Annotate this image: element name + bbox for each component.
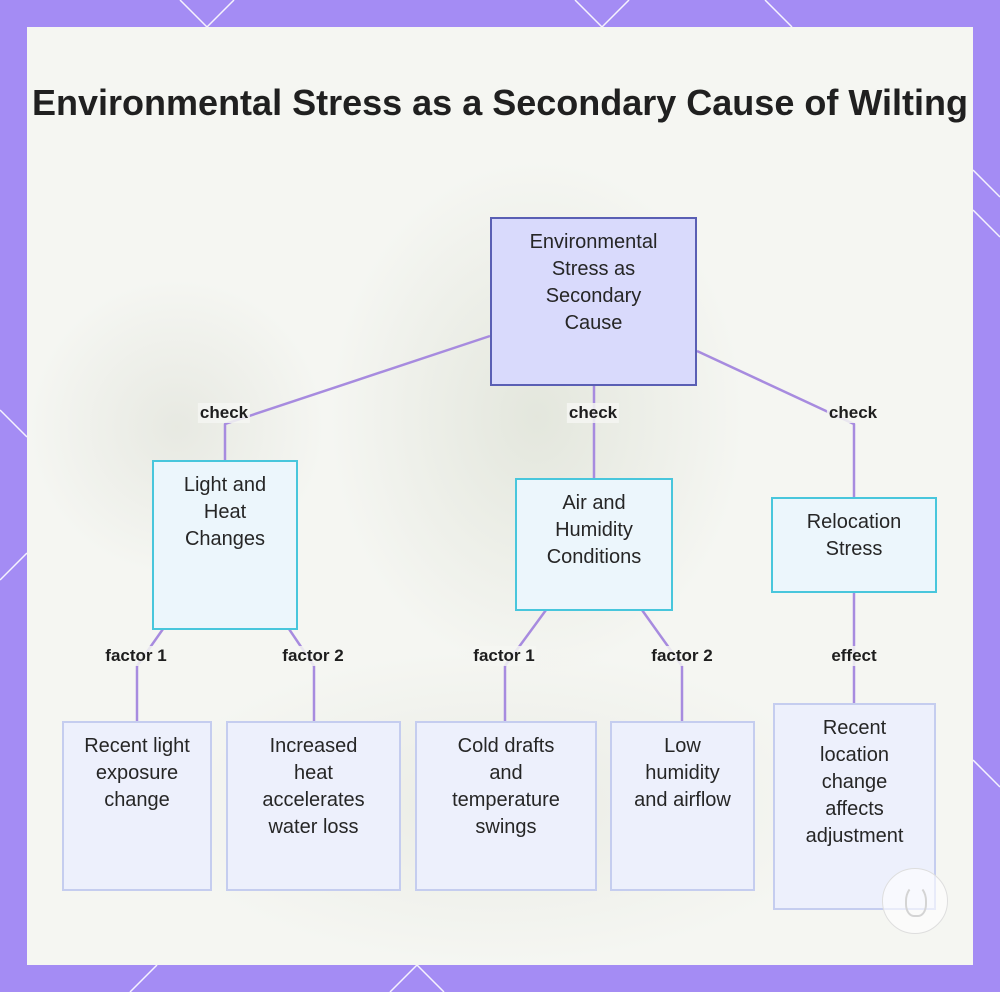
diagram-title: Environmental Stress as a Secondary Caus… bbox=[32, 82, 968, 123]
node-recent-light-exposure: Recent light exposure change bbox=[62, 721, 212, 891]
edge-label-factor1-light: factor 1 bbox=[103, 646, 169, 666]
edge-root-to-relocation bbox=[696, 349, 856, 498]
edge-label-check-air: check bbox=[566, 403, 620, 423]
node-label: Relocation Stress bbox=[806, 511, 902, 560]
node-light-heat-changes: Light and Heat Changes bbox=[152, 460, 298, 630]
node-label: Recent location change affects adjustmen… bbox=[805, 717, 904, 847]
node-increased-heat: Increased heat accelerates water loss bbox=[226, 721, 401, 891]
edge-light-heat-to-increased-heat bbox=[287, 628, 316, 721]
node-label: Low humidity and airflow bbox=[634, 735, 731, 811]
edge-label-check-relocation: check bbox=[826, 403, 880, 423]
edge-air-humidity-to-low-humidity bbox=[640, 609, 684, 721]
watermark-logo-icon bbox=[882, 868, 948, 934]
edge-air-humidity-to-cold-drafts bbox=[503, 609, 548, 721]
node-air-humidity-conditions: Air and Humidity Conditions bbox=[515, 478, 673, 611]
node-label: Recent light exposure change bbox=[84, 735, 190, 811]
node-label: Environmental Stress as Secondary Cause bbox=[529, 231, 658, 334]
node-relocation-stress: Relocation Stress bbox=[771, 497, 937, 593]
node-low-humidity: Low humidity and airflow bbox=[610, 721, 755, 891]
edge-light-heat-to-recent-light bbox=[135, 628, 165, 721]
node-cold-drafts: Cold drafts and temperature swings bbox=[415, 721, 597, 891]
edge-label-factor2-air: factor 2 bbox=[649, 646, 715, 666]
node-environmental-stress: Environmental Stress as Secondary Cause bbox=[490, 217, 697, 386]
node-label: Increased heat accelerates water loss bbox=[262, 735, 365, 838]
node-label: Light and Heat Changes bbox=[183, 474, 267, 550]
edge-label-factor1-air: factor 1 bbox=[471, 646, 537, 666]
node-label: Air and Humidity Conditions bbox=[546, 492, 642, 568]
edge-label-factor2-light: factor 2 bbox=[280, 646, 346, 666]
edge-label-check-light: check bbox=[197, 403, 251, 423]
edge-root-to-light-heat bbox=[223, 334, 491, 461]
edge-label-effect-relocation: effect bbox=[829, 646, 879, 666]
node-label: Cold drafts and temperature swings bbox=[452, 735, 560, 838]
